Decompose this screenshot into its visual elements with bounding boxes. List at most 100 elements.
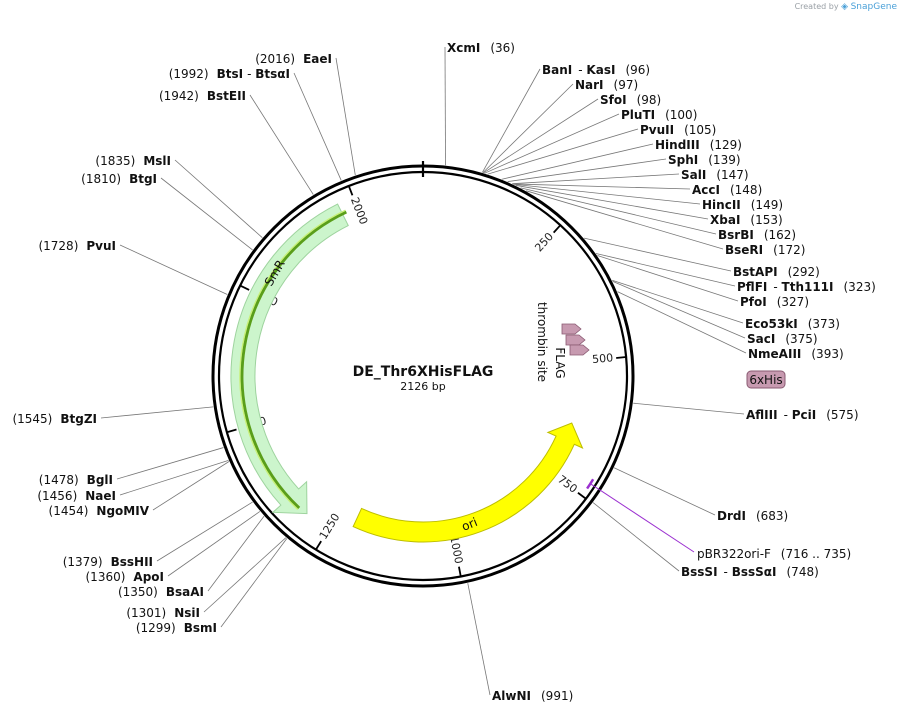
restriction-site-label[interactable]: NmeAIII(393): [748, 347, 844, 361]
restriction-site-label[interactable]: (1350)BsaAI: [118, 585, 204, 599]
restriction-site-label[interactable]: (1360)ApoI: [86, 570, 165, 584]
site-position: (1992): [169, 67, 209, 81]
site-name: AccI: [692, 183, 720, 197]
site-name: BtsαI: [255, 67, 290, 81]
restriction-site-label[interactable]: (1454)NgoMIV: [49, 504, 150, 518]
restriction-site-label[interactable]: (1942) BstEII: [159, 89, 246, 103]
site-name: BstEII: [207, 89, 246, 103]
site-name: PflFI: [737, 280, 767, 294]
site-position: (1301): [126, 606, 166, 620]
restriction-site-label[interactable]: (1379)BssHII: [63, 555, 153, 569]
his-tag-badge[interactable]: 6xHis: [746, 370, 786, 389]
restriction-site-label[interactable]: SphI(139): [668, 153, 741, 167]
site-position: (1810): [81, 172, 121, 186]
restriction-site-label[interactable]: (2016)EaeI: [255, 52, 332, 66]
smr-feature-arrow[interactable]: [230, 203, 349, 515]
site-leader: [617, 291, 747, 354]
restriction-site-label[interactable]: Eco53kI(373): [745, 317, 840, 331]
tick-mark: [315, 540, 322, 551]
restriction-site-label[interactable]: (1728)PvuI: [38, 239, 116, 253]
restriction-site-label[interactable]: XbaI (153): [710, 213, 783, 227]
restriction-site-label[interactable]: HindIII(129): [655, 138, 742, 152]
site-position: (1454): [49, 504, 89, 518]
restriction-site-label[interactable]: AccI(148): [692, 183, 762, 197]
restriction-site-label[interactable]: BssSI- BssSαI(748): [681, 565, 819, 579]
tick-mark: [616, 356, 627, 359]
tick-label: 2000: [348, 196, 370, 227]
restriction-site-label[interactable]: (1478)BglI: [39, 473, 113, 487]
tick-mark: [577, 492, 587, 500]
site-name: XbaI: [710, 213, 740, 227]
restriction-site-label[interactable]: SalI(147): [681, 168, 749, 182]
site-name-sep: -: [578, 63, 586, 77]
tick-label: 500: [592, 351, 614, 366]
site-leader: [220, 538, 288, 628]
restriction-site-label[interactable]: (1456)NaeI: [37, 489, 116, 503]
site-leader: [520, 187, 717, 235]
site-name: SphI: [668, 153, 698, 167]
site-position: (98): [637, 93, 662, 107]
smr-highlight-glow: [239, 209, 346, 510]
site-position: (575): [826, 408, 858, 422]
site-leader: [481, 68, 541, 173]
restriction-site-label[interactable]: PluTI(100): [621, 108, 697, 122]
site-leader: [612, 281, 746, 339]
site-name: AlwNI: [492, 689, 531, 703]
restriction-site-label[interactable]: PvuII(105): [640, 123, 716, 137]
site-name: AflIII: [746, 408, 778, 422]
restriction-site-label[interactable]: (1299)BsmI: [136, 621, 217, 635]
restriction-site-label[interactable]: XcmI(36): [447, 41, 515, 55]
restriction-site-label[interactable]: BanI- KasI(96): [542, 63, 650, 77]
site-leader: [100, 406, 214, 419]
pbr322ori-f-primer-mark[interactable]: [586, 478, 595, 490]
site-position: (153): [750, 213, 782, 227]
restriction-site-label[interactable]: BstAPI(292): [733, 265, 820, 279]
restriction-site-label[interactable]: BseRI(172): [725, 243, 805, 257]
tick-label: 1250: [317, 511, 343, 542]
site-leader: [483, 98, 599, 174]
restriction-site-label[interactable]: DrdI(683): [717, 509, 788, 523]
site-name: PvuII: [640, 123, 674, 137]
site-position: (1942): [159, 89, 199, 103]
restriction-site-label[interactable]: PfoI(327): [740, 295, 809, 309]
restriction-site-label[interactable]: NarI(97): [575, 78, 638, 92]
restriction-site-label[interactable]: HincII(149): [702, 198, 783, 212]
site-position: (1545): [12, 412, 52, 426]
site-position: (100): [665, 108, 697, 122]
site-leader: [160, 177, 253, 251]
his-tag-box: [746, 370, 786, 389]
site-name: ApoI: [133, 570, 164, 584]
primer-name: pBR322ori-F: [697, 547, 771, 561]
site-leader: [515, 184, 709, 220]
site-name: BssHII: [111, 555, 153, 569]
restriction-site-label[interactable]: (1301)NsiI: [126, 606, 200, 620]
site-position: (1835): [95, 154, 135, 168]
site-name: HindIII: [655, 138, 700, 152]
restriction-site-label[interactable]: BsrBI(162): [718, 228, 796, 242]
site-leader: [335, 57, 356, 176]
site-position: (748): [787, 565, 819, 579]
ori-feature-label: ori: [460, 515, 480, 534]
restriction-site-label[interactable]: SacI(375): [747, 332, 818, 346]
site-leader: [293, 72, 342, 181]
tag-feature-cluster[interactable]: [561, 323, 590, 356]
ori-feature-arrow[interactable]: [352, 422, 584, 543]
restriction-site-label[interactable]: (1992)BtsI- BtsαI: [169, 67, 290, 81]
restriction-site-label[interactable]: SfoI(98): [600, 93, 661, 107]
site-position: (97): [614, 78, 639, 92]
restriction-site-label[interactable]: AflIII- PciI(575): [746, 408, 859, 422]
site-leader: [156, 501, 253, 562]
restriction-site-label[interactable]: PflFI- Tth111I(323): [737, 280, 876, 294]
primer-range: (716 .. 735): [781, 547, 851, 561]
site-leader: [119, 459, 229, 496]
restriction-site-label[interactable]: AlwNI(991): [492, 689, 573, 703]
primer-label[interactable]: pBR322ori-F (716 .. 735): [697, 547, 851, 561]
restriction-site-label[interactable]: (1810)BtgI: [81, 172, 157, 186]
site-position: (147): [716, 168, 748, 182]
site-name: Tth111I: [782, 280, 834, 294]
site-leader: [526, 190, 724, 250]
restriction-site-label[interactable]: (1835)MslI: [95, 154, 171, 168]
restriction-site-label[interactable]: (1545)BtgZI: [12, 412, 97, 426]
site-labels: XcmI(36) BanI- KasI(96)NarI(97)SfoI(98)Pl…: [12, 41, 875, 703]
